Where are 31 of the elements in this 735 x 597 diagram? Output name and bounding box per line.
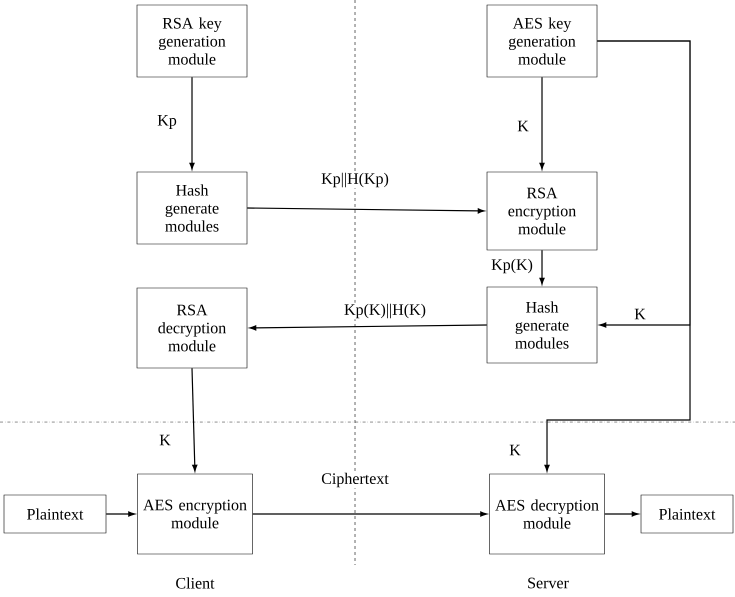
arrow — [539, 77, 545, 170]
arrow — [252, 511, 488, 517]
arrow — [539, 250, 545, 285]
arrow — [544, 40, 691, 472]
edge-label: Ciphertext — [320, 472, 390, 488]
module-box: Hash generate modules — [136, 172, 248, 244]
arrow — [249, 324, 487, 331]
edge-label: Kp(K) — [490, 258, 534, 274]
module-box: Hash generate modules — [486, 286, 598, 364]
edge-label: K — [158, 434, 172, 446]
module-box: AES key generation module — [486, 4, 598, 78]
edge-label: Kp — [156, 114, 178, 130]
module-box: Plaintext — [4, 494, 106, 534]
edge-label: K — [633, 308, 647, 320]
arrow — [604, 511, 639, 517]
module-box: RSA decryption module — [136, 288, 248, 368]
module-box: AES decryption module — [489, 474, 605, 554]
module-box: AES encryption module — [137, 474, 253, 554]
edge-label: K — [508, 444, 522, 456]
edge-label: Kp(K)||H(K) — [343, 302, 427, 320]
edge-label: K — [516, 120, 530, 132]
arrow — [191, 368, 198, 472]
arrow — [106, 511, 136, 517]
side-label: Server — [528, 578, 569, 588]
side-label: Client — [176, 577, 214, 589]
edge-label: Kp||H(Kp) — [320, 172, 390, 188]
module-box: RSA encryption module — [486, 172, 598, 250]
arrow — [189, 77, 195, 170]
module-box: RSA key generation module — [136, 4, 248, 78]
module-box: Plaintext — [640, 494, 734, 534]
arrow — [247, 207, 485, 214]
